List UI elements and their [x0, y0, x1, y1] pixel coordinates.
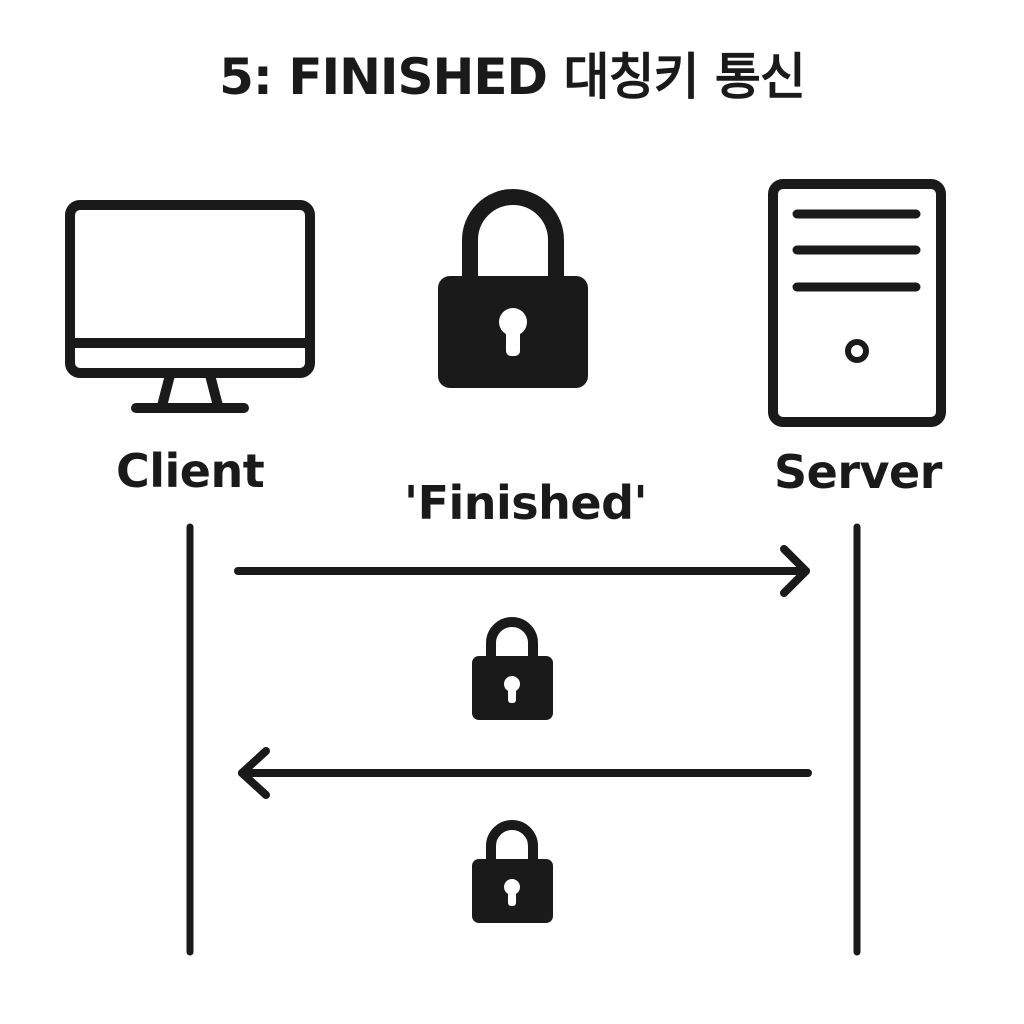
diagram-title: 5: FINISHED 대칭키 통신 [219, 48, 806, 106]
monitor-icon [65, 200, 315, 413]
arrow-server-to-client [238, 747, 812, 799]
padlock-icon [472, 617, 553, 720]
finished-message-label: 'Finished' [404, 476, 648, 530]
client-label: Client [116, 444, 265, 498]
server-tower-icon [768, 179, 946, 427]
arrow-client-to-server [234, 545, 810, 597]
padlock-icon [472, 820, 553, 923]
server-label: Server [774, 445, 942, 499]
padlock-icon [438, 189, 588, 388]
